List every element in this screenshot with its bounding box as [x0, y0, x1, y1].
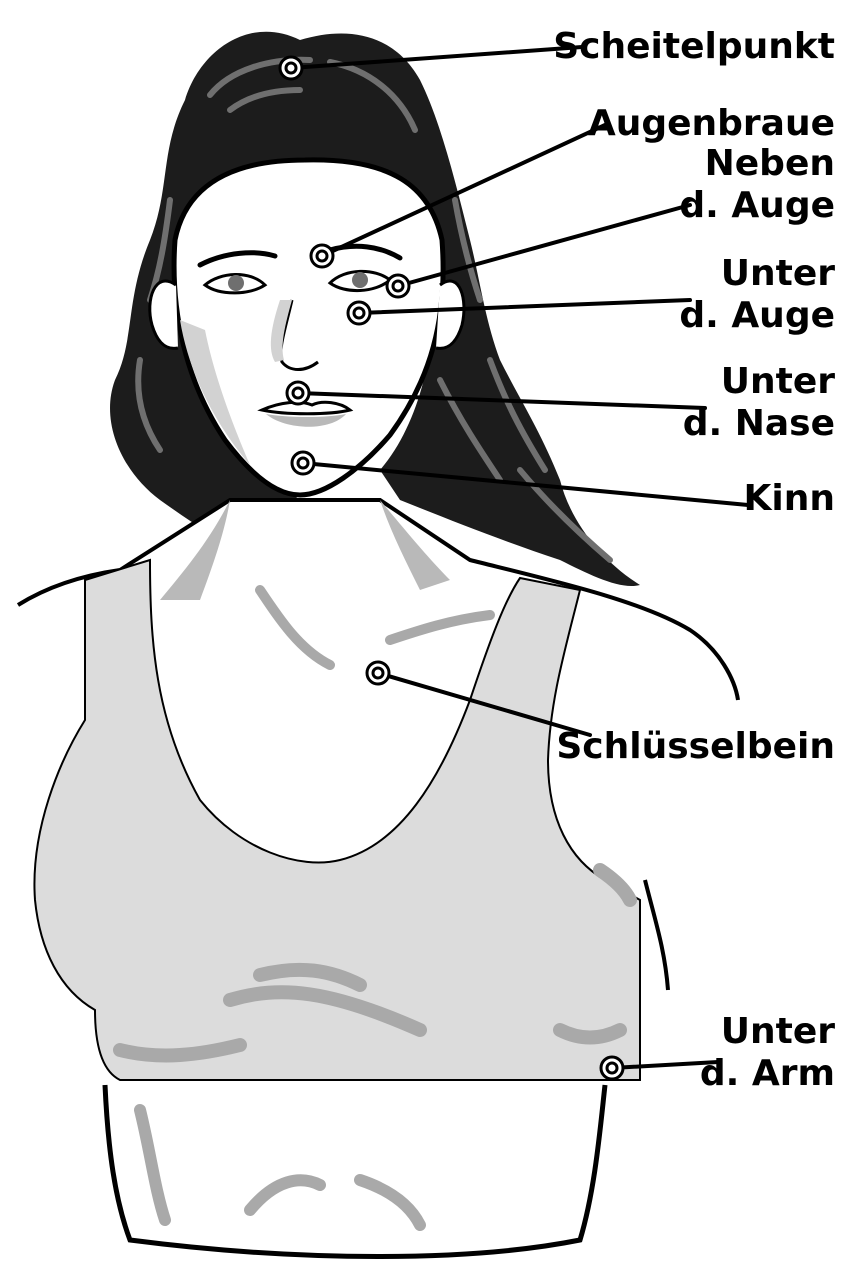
- label-line: d. Arm: [700, 1053, 835, 1094]
- label-line: d. Nase: [683, 403, 835, 444]
- label-line: Scheitelpunkt: [553, 26, 835, 67]
- label-line: d. Auge: [679, 295, 835, 336]
- label-line: Unter: [721, 361, 835, 402]
- label-line: Kinn: [744, 478, 836, 519]
- iris-left: [228, 275, 244, 291]
- torso-outline: [105, 1085, 605, 1257]
- point-marker-center: [393, 281, 403, 291]
- point-marker-center: [298, 458, 308, 468]
- label-line: Augenbraue: [588, 103, 835, 144]
- point-marker-center: [607, 1063, 617, 1073]
- label-line: Unter: [721, 253, 835, 294]
- label-schluesselbein: Schlüsselbein: [556, 726, 835, 767]
- iris-right: [352, 272, 368, 288]
- label-line: Schlüsselbein: [556, 726, 835, 767]
- label-line: d. Auge: [679, 185, 835, 226]
- point-marker-center: [373, 668, 383, 678]
- point-marker-center: [286, 63, 296, 73]
- arm-edge: [645, 880, 668, 990]
- point-marker-center: [317, 251, 327, 261]
- label-line: Neben: [705, 143, 835, 184]
- upper-lip: [262, 402, 350, 413]
- label-augenbraue: Augenbraue: [588, 103, 835, 144]
- label-line: Unter: [721, 1011, 835, 1052]
- label-scheitelpunkt: Scheitelpunkt: [553, 26, 835, 67]
- abdomen-shading: [140, 1110, 420, 1225]
- point-marker-center: [354, 308, 364, 318]
- point-marker-center: [293, 388, 303, 398]
- woman-illustration: [18, 32, 738, 1257]
- label-kinn: Kinn: [744, 478, 836, 519]
